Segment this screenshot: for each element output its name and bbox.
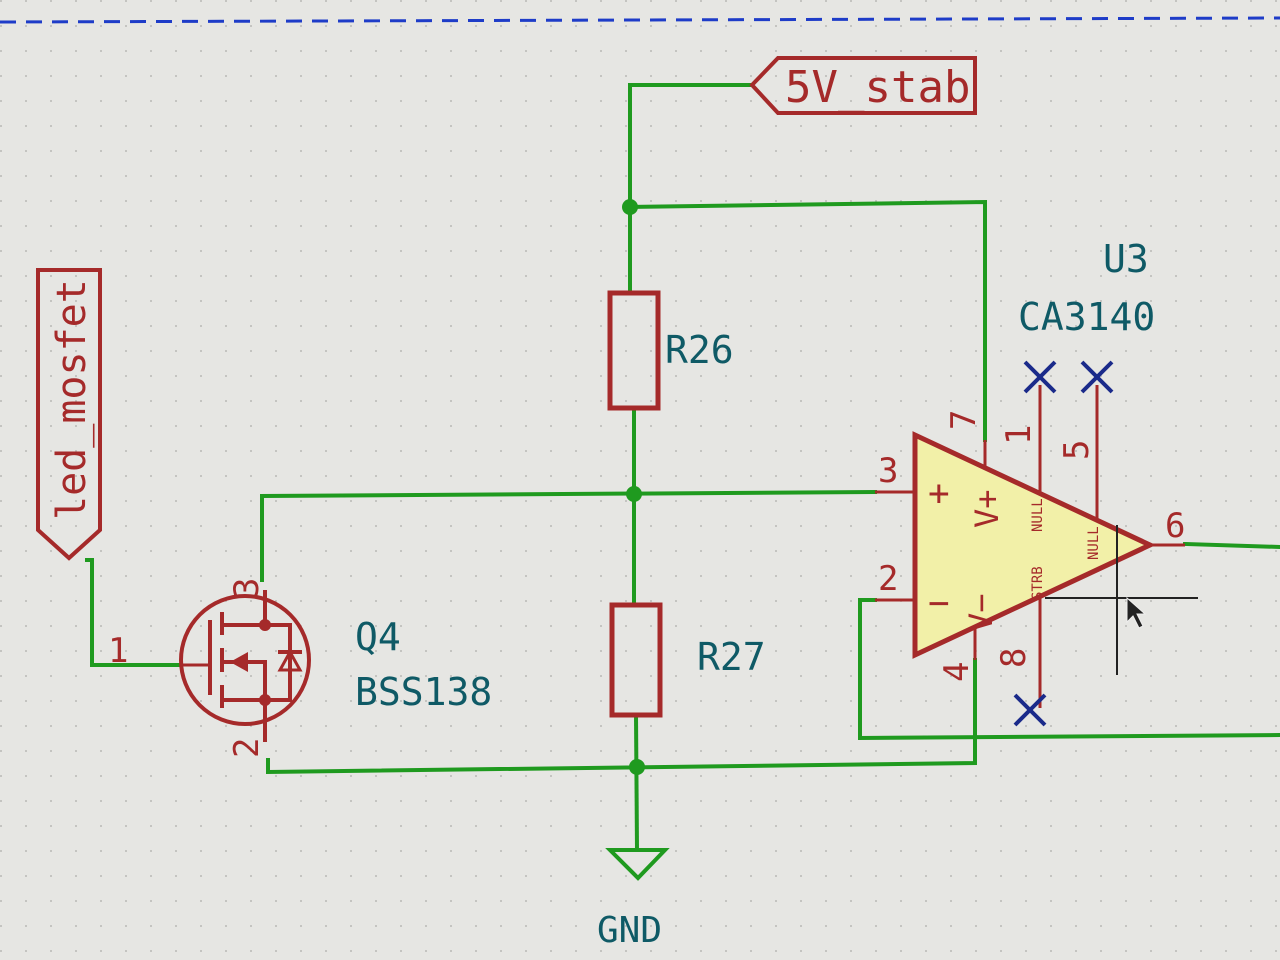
no-connect-icon [1013,693,1047,727]
pin-number-gate: 1 [108,631,128,671]
opamp-u3[interactable]: 3 2 6 7 4 1 5 8 + − V+ V− NULL NULL STRB… [875,237,1185,708]
opamp-value: CA3140 [1018,295,1155,339]
wire-gate[interactable] [85,558,182,667]
wire-5v-to-vplus[interactable] [627,199,987,442]
no-connect-icon [1080,360,1114,394]
wires [85,83,1280,853]
mouse-pointer-icon [1126,596,1147,629]
wire-ground-rail[interactable] [266,658,977,775]
mosfet-body-circle [179,594,311,726]
opamp-minus-sign: − [928,583,950,624]
resistor-body [609,602,663,718]
pin-number-out: 6 [1165,506,1185,546]
mosfet-ref: Q4 [355,615,401,659]
label-flag-shape [749,56,977,115]
wire-divider-to-inplus[interactable] [260,489,878,582]
wire-r27-to-gnd[interactable] [633,712,640,853]
mosfet-diode-lead [265,623,292,702]
pin-number-strb: 8 [994,648,1034,668]
junction-dot [629,759,645,775]
opamp-ref: U3 [1103,237,1149,281]
wire-feedback[interactable] [858,598,1280,741]
opamp-plus-sign: + [928,473,950,514]
crosshair-cursor-icon [1045,525,1198,675]
resistor-ref: R26 [665,328,734,372]
sheet-border-line [0,16,1280,24]
junction-dot [259,619,271,631]
pin-number-null1: 1 [999,425,1039,445]
opamp-null2-label: NULL [1086,526,1102,560]
opamp-body [912,431,1156,659]
wire-5v-to-r26[interactable] [628,83,754,295]
net-label-led-mosfet[interactable]: led_mosfet [36,268,102,561]
opamp-vplus-label: V+ [968,489,1006,528]
resistor-r27[interactable]: R27 [609,602,766,718]
pin-number-source: 2 [227,738,267,758]
pin-number-vminus: 4 [937,662,977,682]
resistor-ref: R27 [697,635,766,679]
junction-dot [622,199,638,215]
mosfet-arrow [230,652,248,672]
no-connect-markers [1013,360,1114,727]
net-label-text: led_mosfet [49,279,95,520]
mosfet-value: BSS138 [355,670,492,714]
resistor-body [607,290,661,411]
pin-number-drain: 3 [227,578,267,598]
pin-number-nonInv: 3 [878,451,898,491]
ground-icon [605,848,670,881]
junction-dot [626,486,642,502]
gnd-label: GND [597,910,662,951]
no-connect-icon [1023,360,1057,394]
pin-number-inv: 2 [878,559,898,599]
net-label-5v-stab[interactable]: 5V_stab [749,56,977,115]
pin-number-vplus: 7 [944,410,984,430]
mosfet-q4[interactable]: 1 3 2 Q4 BSS138 [108,578,492,758]
opamp-vminus-label: V− [962,593,1000,632]
gnd-symbol[interactable]: GND [597,848,670,951]
pin-number-null2: 5 [1057,440,1097,460]
mosfet-body-diode [277,648,303,672]
label-flag-shape [36,268,102,561]
wire-output[interactable] [1182,541,1280,550]
opamp-null1-label: NULL [1030,498,1046,532]
resistor-r26[interactable]: R26 [607,290,734,411]
net-label-text: 5V_stab [785,62,970,113]
junction-dot [259,694,271,706]
opamp-strb-label: STRB [1030,566,1046,600]
